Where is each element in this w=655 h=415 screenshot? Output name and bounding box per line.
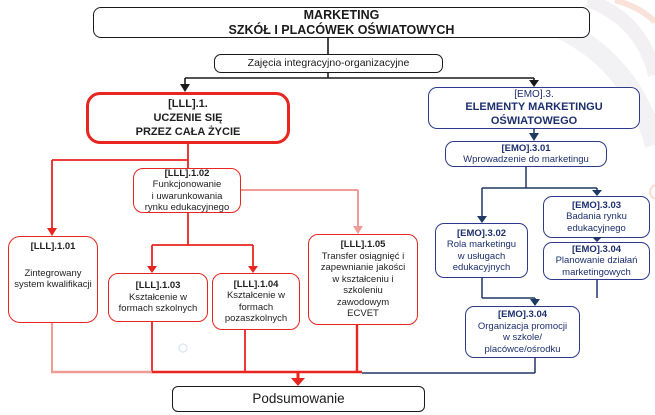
small-circle-decoration — [178, 343, 188, 353]
node-zajecia-integracyjne: Zajęcia integracyjno-organizacyjne — [214, 54, 443, 73]
node-lll-1-03: [LLL].1.03 Kształcenie w formach szkolny… — [108, 273, 208, 322]
node-lll-1-02: [LLL].1.02 Funkcjonowanie i uwarunkowani… — [133, 168, 241, 213]
node-lll-1-01: [LLL].1.01 Zintegrowany system kwalifika… — [8, 236, 98, 323]
node-code: [EMO].3.02 — [456, 227, 507, 239]
peach-circle-decoration — [649, 184, 655, 200]
node-code: [EMO].3.03 — [571, 199, 622, 211]
node-emo-3-03: [EMO].3.03 Badania rynku edukacyjnego — [543, 196, 650, 238]
node-code: [LLL].1.04 — [233, 278, 279, 290]
node-body: Zintegrowany system kwalifikacji — [14, 267, 92, 291]
node-title-marketing: MARKETING SZKÓŁ I PLACÓWEK OŚWIATOWYCH — [93, 7, 590, 38]
node-podsumowanie: Podsumowanie — [172, 386, 425, 412]
node-lll-1-main: [LLL].1. UCZENIE SIĘ PRZEZ CAŁA ŻYCIE — [86, 92, 290, 144]
node-body: Planowanie działań marketingowych — [555, 255, 638, 278]
node-body: Kształcenie w formach pozaszkolnych — [224, 290, 288, 324]
light-red-arrowheads — [353, 226, 363, 234]
node-zajecia-text: Zajęcia integracyjno-organizacyjne — [247, 56, 410, 69]
node-body: Badania rynku edukacyjnego — [566, 211, 627, 234]
node-body: Organizacja promocji w szkole/ placówce/… — [477, 320, 568, 355]
node-code: [EMO].3.04 — [571, 243, 622, 255]
node-emo-3-04-organizacja: [EMO].3.04 Organizacja promocji w szkole… — [465, 306, 580, 358]
node-emo-3-01: [EMO].3.01 Wprowadzenie do marketingu — [445, 141, 607, 167]
node-body: Rola marketingu w usługach edukacyjnych — [446, 239, 517, 273]
gray-arc-inner — [585, 0, 655, 77]
node-lll-1-04: [LLL].1.04 Kształcenie w formach pozaszk… — [212, 273, 300, 330]
peach-arc — [614, 0, 655, 25]
node-emo-3-main: [EMO].3. ELEMENTY MARKETINGU OŚWIATOWEGO — [428, 87, 640, 129]
node-body: Funkcjonowanie i uwarunkowania rynku edu… — [144, 179, 230, 213]
node-body: ELEMENTY MARKETINGU OŚWIATOWEGO — [465, 101, 603, 127]
node-body: Podsumowanie — [252, 391, 345, 407]
node-emo-3-02: [EMO].3.02 Rola marketingu w usługach ed… — [435, 223, 528, 278]
node-code: [LLL].1.02 — [164, 167, 210, 179]
node-code: [LLL].1.01 — [30, 241, 76, 252]
node-body: UCZENIE SIĘ PRZEZ CAŁA ŻYCIE — [135, 112, 241, 138]
node-code: [LLL].1. — [168, 98, 208, 110]
node-body: Kształcenie w formach szkolnych — [118, 291, 198, 315]
node-lll-1-05: [LLL].1.05 Transfer osiągnięć i zapewnia… — [308, 234, 418, 325]
node-code: [EMO].3. — [514, 88, 554, 100]
node-body: Transfer osiągnięć i zapewnianie jakości… — [320, 250, 406, 320]
node-body: Wprowadzenie do marketingu — [463, 154, 589, 165]
node-code: [EMO].3.04 — [497, 309, 548, 320]
node-code: [LLL].1.03 — [135, 280, 181, 292]
node-title-text: MARKETING SZKÓŁ I PLACÓWEK OŚWIATOWYCH — [228, 7, 455, 37]
node-code: [EMO].3.01 — [501, 142, 551, 154]
node-code: [LLL].1.05 — [340, 239, 386, 251]
node-emo-3-04-planowanie: [EMO].3.04 Planowanie działań marketingo… — [543, 242, 650, 280]
